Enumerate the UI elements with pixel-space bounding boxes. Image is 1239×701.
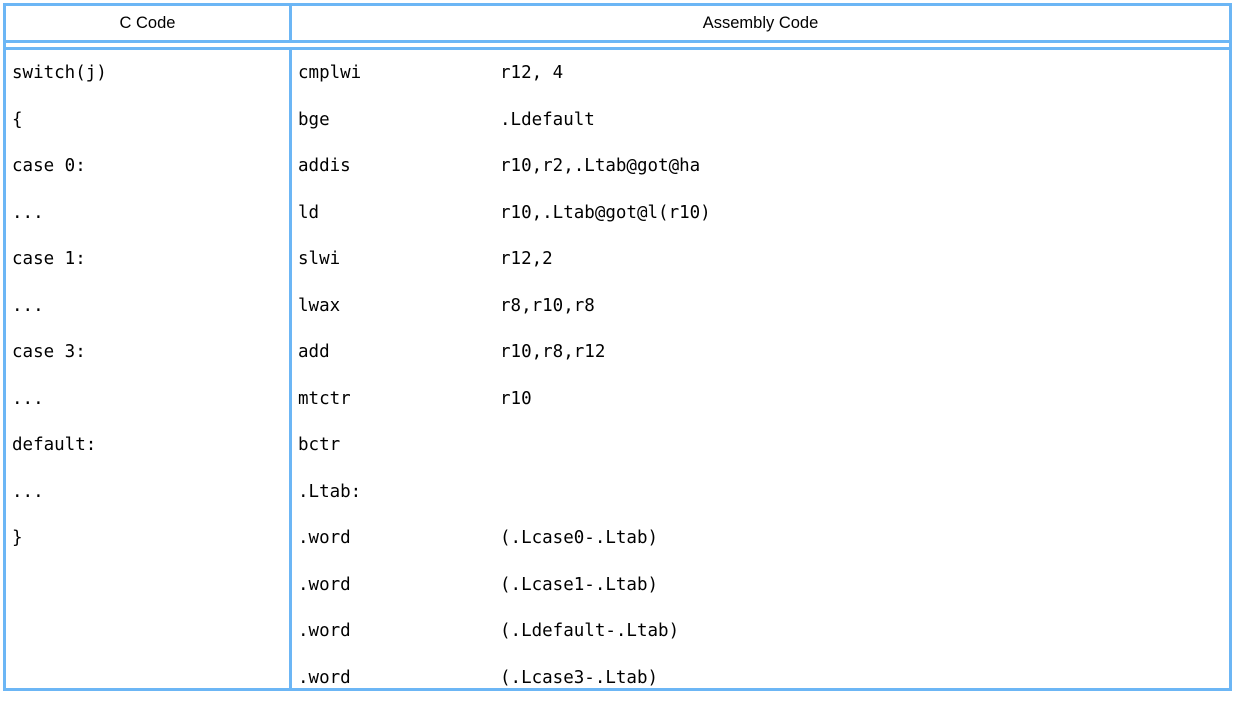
table-header-row: C Code Assembly Code: [6, 6, 1229, 40]
assembly-mnemonic: .word: [298, 528, 500, 548]
assembly-mnemonic: .word: [298, 668, 500, 688]
assembly-code-line: bctr: [292, 422, 1229, 469]
assembly-mnemonic: ld: [298, 203, 500, 223]
assembly-mnemonic: lwax: [298, 296, 500, 316]
assembly-mnemonic: add: [298, 342, 500, 362]
c-code-line: ...: [6, 283, 289, 330]
assembly-operand: r10,r8,r12: [500, 342, 605, 362]
c-code-line: case 3:: [6, 329, 289, 376]
c-code-line: default:: [6, 422, 289, 469]
assembly-mnemonic: .word: [298, 621, 500, 641]
assembly-operand: (.Ldefault-.Ltab): [500, 621, 679, 641]
assembly-operand: r10: [500, 389, 532, 409]
column-header-c-code: C Code: [6, 6, 292, 40]
assembly-operand: (.Lcase3-.Ltab): [500, 668, 658, 688]
assembly-mnemonic: cmplwi: [298, 63, 500, 83]
c-code-line: {: [6, 97, 289, 144]
assembly-operand: r12,2: [500, 249, 553, 269]
c-code-line: }: [6, 515, 289, 562]
assembly-mnemonic: bctr: [298, 435, 500, 455]
c-code-line: ...: [6, 469, 289, 516]
c-code-line: ...: [6, 190, 289, 237]
assembly-mnemonic: slwi: [298, 249, 500, 269]
assembly-operand: r10,r2,.Ltab@got@ha: [500, 156, 700, 176]
assembly-code-line: .word(.Lcase0-.Ltab): [292, 515, 1229, 562]
assembly-operand: r10,.Ltab@got@l(r10): [500, 203, 711, 223]
column-header-assembly-code: Assembly Code: [292, 6, 1229, 40]
c-code-line: case 0:: [6, 143, 289, 190]
c-code-column: switch(j){case 0:...case 1:...case 3:...…: [6, 50, 292, 691]
assembly-mnemonic: addis: [298, 156, 500, 176]
assembly-code-line: bge.Ldefault: [292, 97, 1229, 144]
assembly-operand: (.Lcase0-.Ltab): [500, 528, 658, 548]
assembly-operand: (.Lcase1-.Ltab): [500, 575, 658, 595]
assembly-operand: r12, 4: [500, 63, 563, 83]
header-double-rule: [6, 40, 1229, 50]
assembly-mnemonic: .word: [298, 575, 500, 595]
assembly-mnemonic: mtctr: [298, 389, 500, 409]
assembly-code-line: .word(.Lcase1-.Ltab): [292, 562, 1229, 609]
assembly-code-line: .word(.Ldefault-.Ltab): [292, 608, 1229, 655]
assembly-mnemonic: bge: [298, 110, 500, 130]
c-code-line: case 1:: [6, 236, 289, 283]
assembly-operand: r8,r10,r8: [500, 296, 595, 316]
assembly-code-line: .Ltab:: [292, 469, 1229, 516]
assembly-mnemonic: .Ltab:: [298, 482, 500, 502]
c-code-line: switch(j): [6, 50, 289, 97]
c-code-line: ...: [6, 376, 289, 423]
assembly-code-line: .word(.Lcase3-.Ltab): [292, 655, 1229, 701]
assembly-operand: .Ldefault: [500, 110, 595, 130]
table-body: switch(j){case 0:...case 1:...case 3:...…: [6, 50, 1229, 691]
code-comparison-table: C Code Assembly Code switch(j){case 0:..…: [3, 3, 1232, 691]
